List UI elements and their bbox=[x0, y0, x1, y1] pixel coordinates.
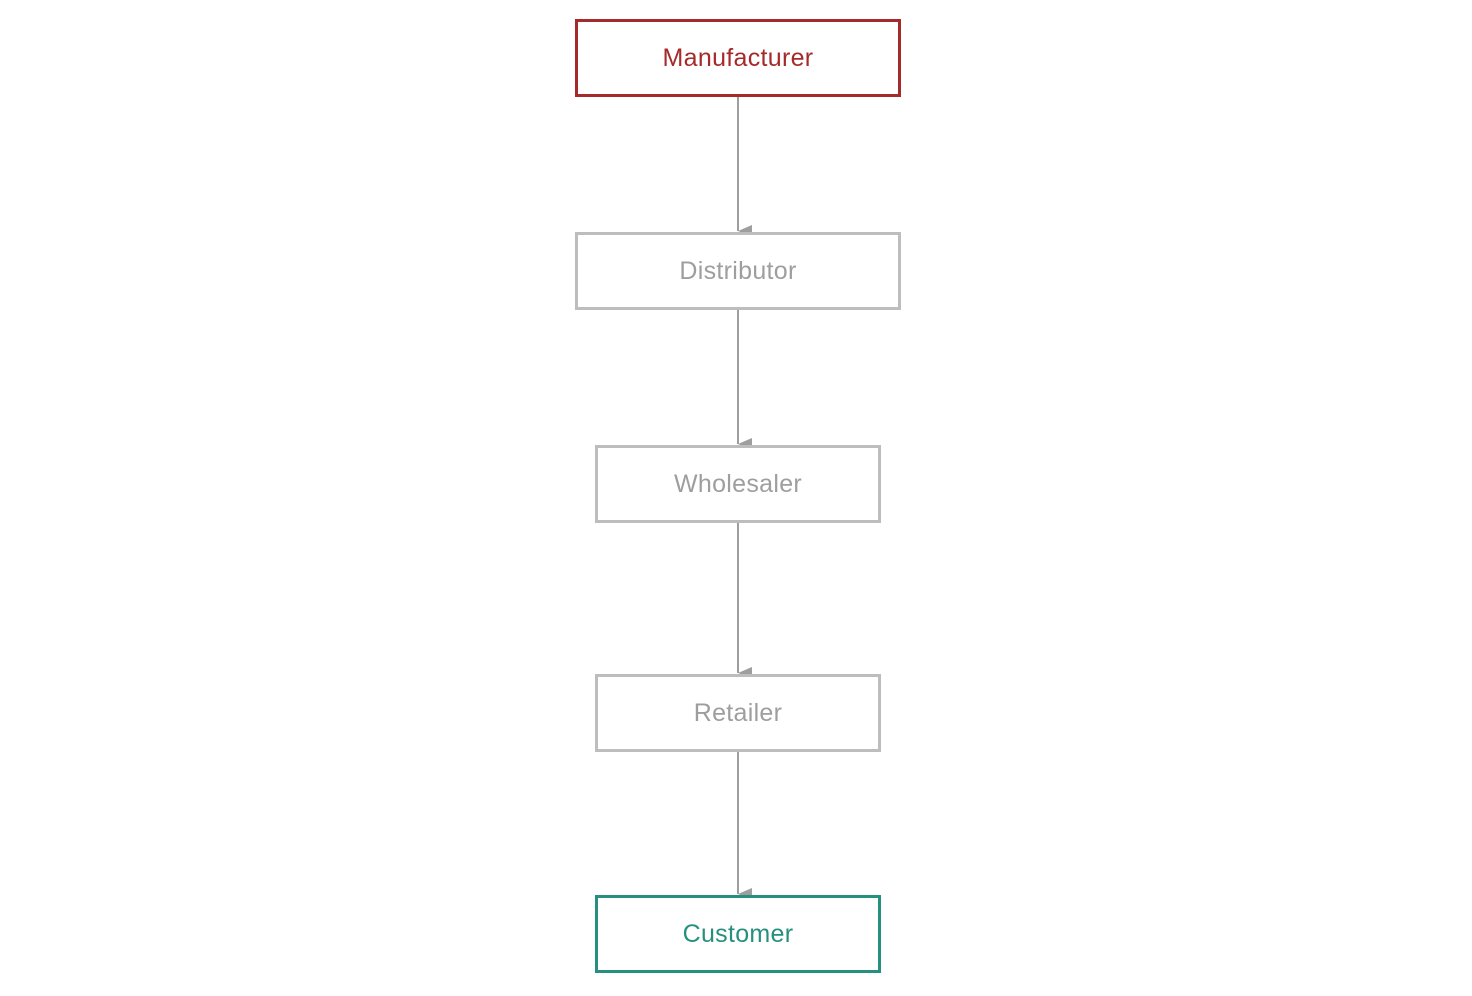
node-manufacturer-label: Manufacturer bbox=[662, 43, 814, 72]
node-wholesaler-label: Wholesaler bbox=[673, 469, 803, 498]
node-customer-label: Customer bbox=[682, 919, 794, 948]
node-retailer: Retailer bbox=[595, 674, 881, 752]
node-customer: Customer bbox=[595, 895, 881, 973]
node-distributor: Distributor bbox=[575, 232, 901, 310]
node-manufacturer: Manufacturer bbox=[575, 19, 901, 97]
node-distributor-label: Distributor bbox=[679, 256, 797, 285]
node-wholesaler: Wholesaler bbox=[595, 445, 881, 523]
node-retailer-label: Retailer bbox=[693, 698, 783, 727]
